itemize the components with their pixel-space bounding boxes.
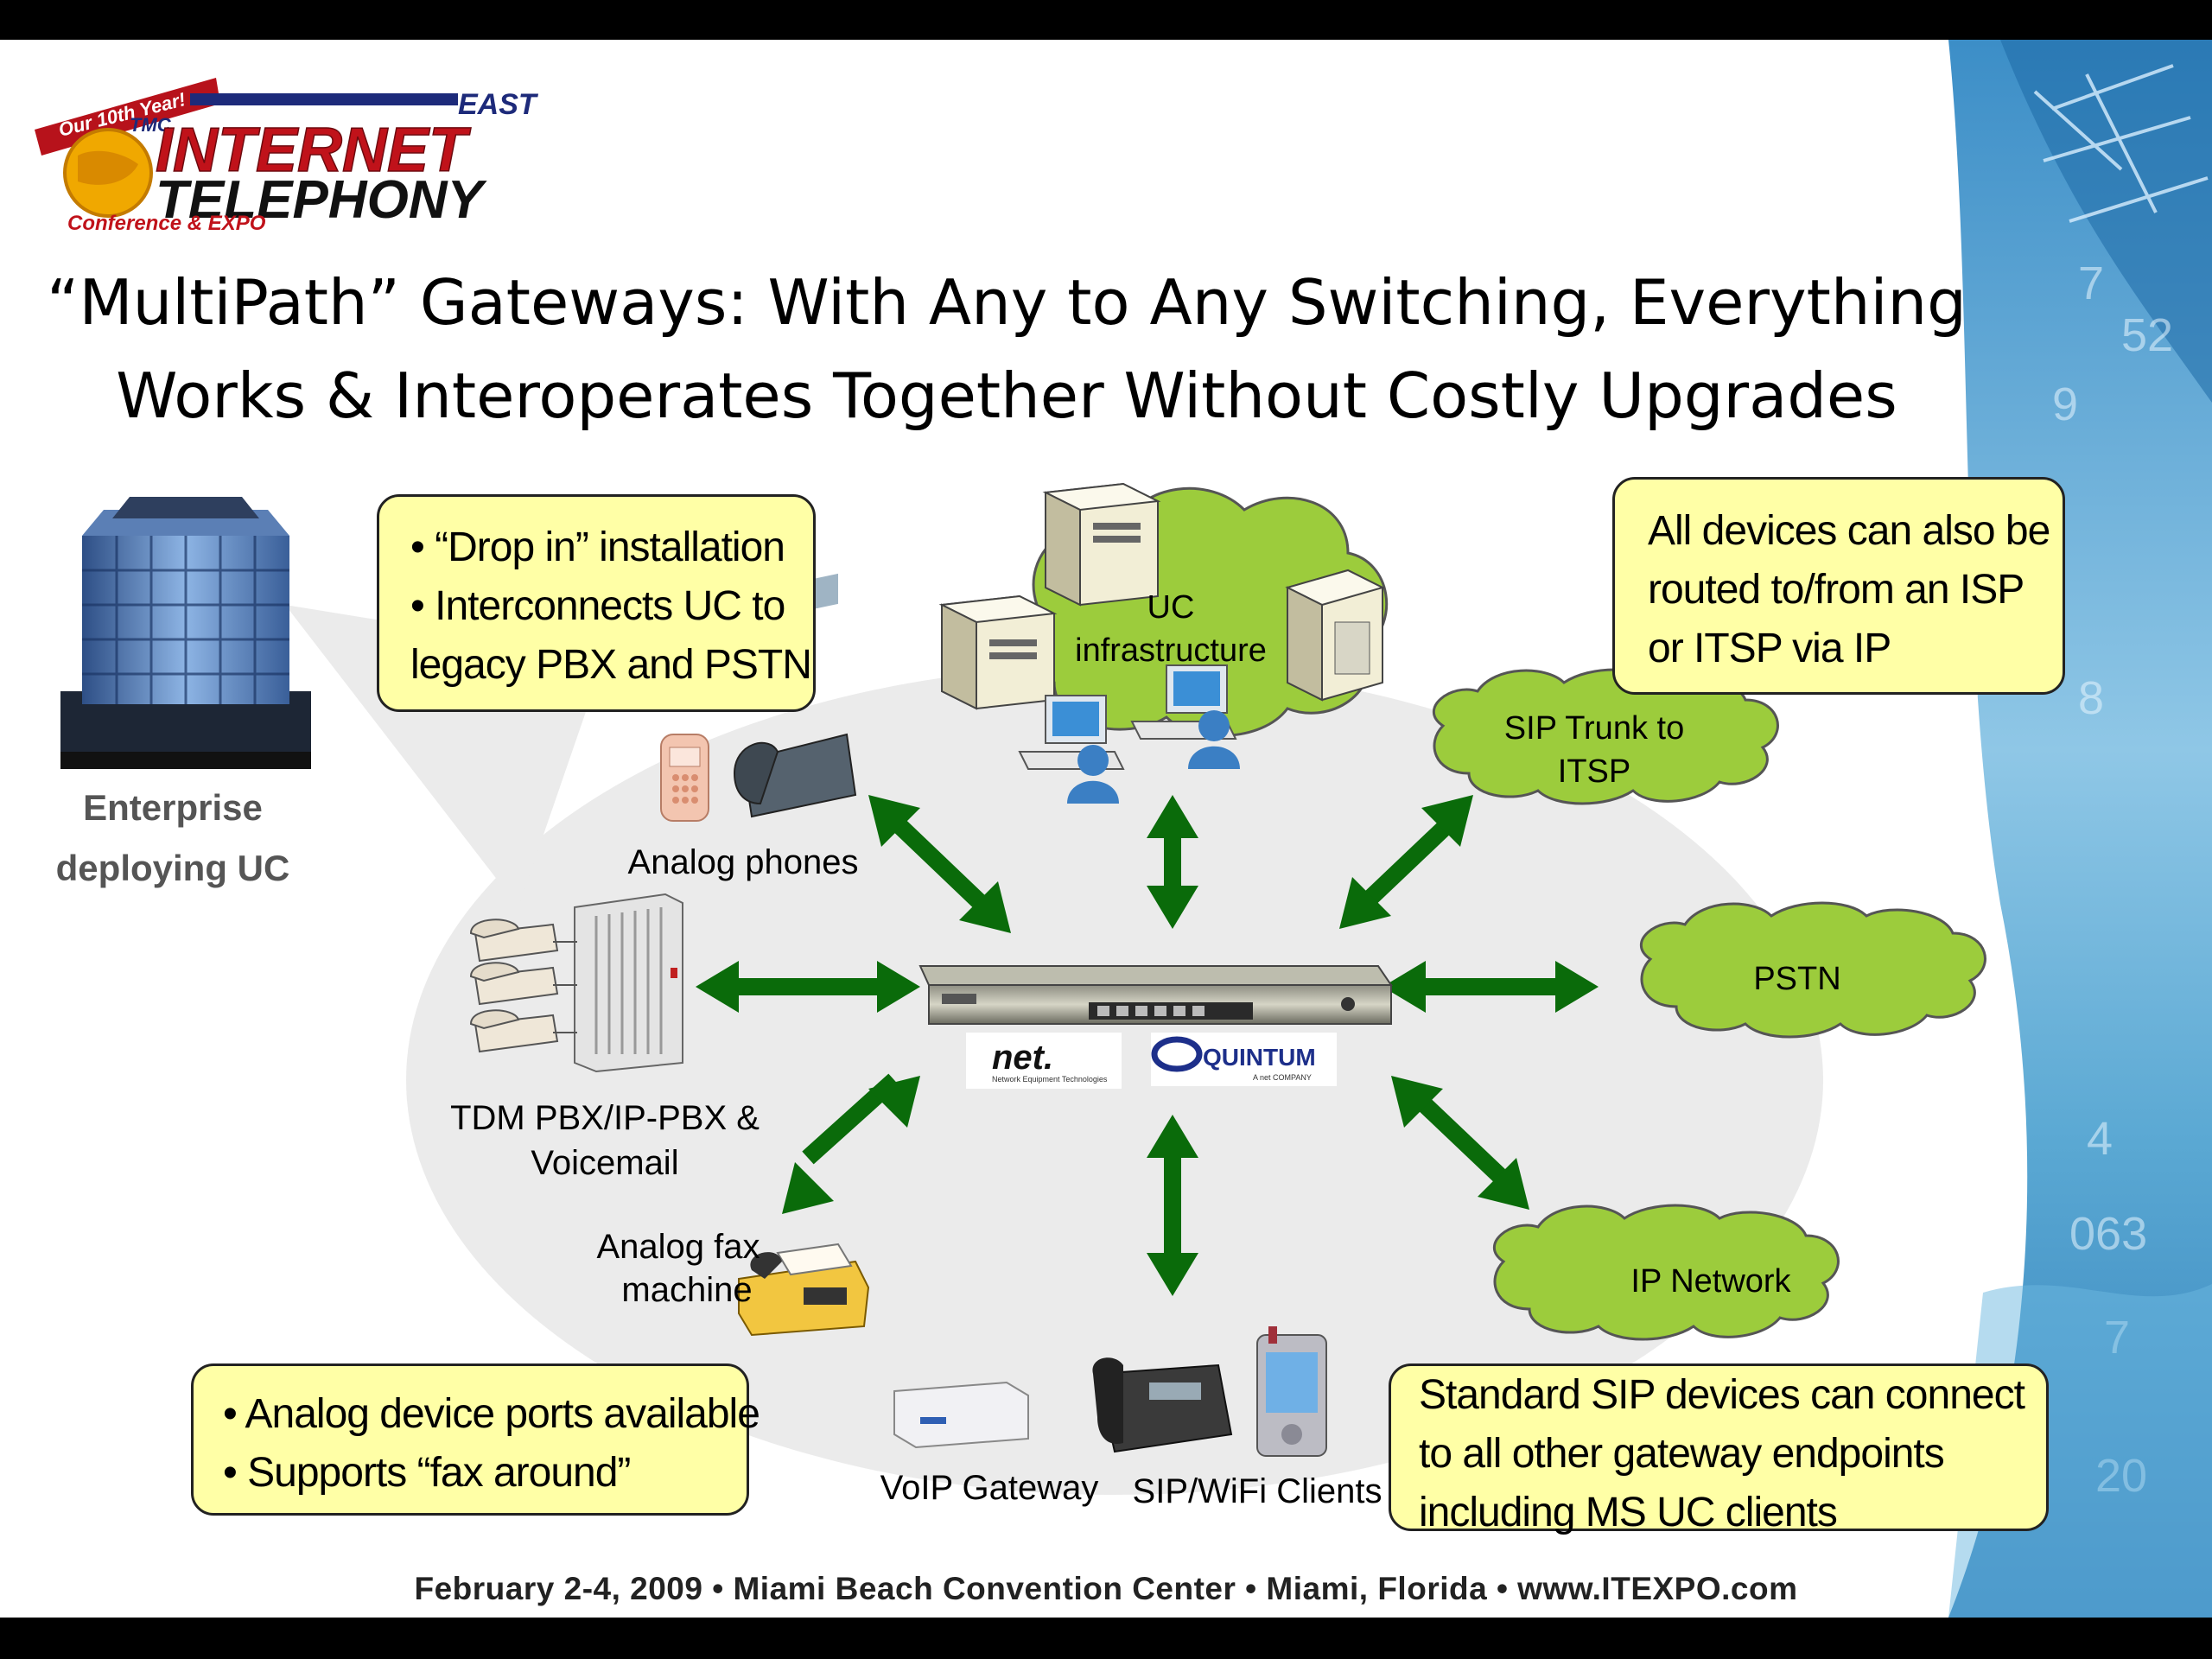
arrowhead: [1478, 1158, 1529, 1210]
sip-clients-label: SIP/WiFi Clients: [1132, 1472, 1382, 1510]
uc-infrastructure-label: UC infrastructure: [1046, 586, 1296, 672]
arrowhead: [877, 961, 920, 1013]
arrowhead: [1391, 1076, 1443, 1128]
arrowhead: [782, 1162, 834, 1214]
cloud-label-line: infrastructure: [1075, 632, 1267, 669]
mobile-phone-icon: [660, 734, 709, 822]
arrowhead: [868, 795, 920, 847]
arrow-analog-phones: [884, 810, 991, 914]
connection-arrows: [696, 795, 1599, 1296]
callout-line: • Analog device ports available: [223, 1391, 760, 1437]
logo-tmc: TMC: [130, 114, 172, 136]
server-icon: [938, 594, 1058, 710]
logo-east: EAST: [458, 88, 539, 121]
pbx-label-line: TDM PBX/IP-PBX &: [450, 1099, 760, 1137]
fax-label-line: Analog fax: [596, 1228, 760, 1266]
callout-line: Standard SIP devices can connect: [1419, 1372, 2025, 1418]
net-logo-sub: Network Equipment Technologies: [992, 1075, 1108, 1084]
svg-text:4: 4: [2087, 1113, 2113, 1165]
arrowhead: [1147, 795, 1198, 838]
svg-text:52: 52: [2121, 309, 2173, 361]
arrowhead: [1555, 961, 1599, 1013]
logo-subtitle: Conference & EXPO: [67, 212, 266, 233]
pbx-label: TDM PBX/IP-PBX & Voicemail: [432, 1096, 778, 1185]
top-bar: [0, 0, 2212, 40]
callout-line: including MS UC clients: [1419, 1490, 1838, 1535]
workstation-icon: [1130, 664, 1240, 769]
callout-line: All devices can also be: [1648, 508, 2050, 554]
arrowhead: [696, 961, 739, 1013]
cloud-label-line: SIP Trunk to: [1503, 710, 1685, 747]
ip-network-label: IP Network: [1630, 1263, 1791, 1300]
enterprise-label-line: deploying UC: [55, 848, 290, 888]
callout-line: routed to/from an ISP: [1648, 567, 2024, 613]
sip-trunk-label: SIP Trunk to ITSP: [1469, 707, 1719, 793]
pbx-cabinet-icon: [574, 893, 683, 1073]
enterprise-label-line: Enterprise: [83, 787, 263, 828]
net-logo-box: [966, 1033, 1122, 1089]
callout-line: legacy PBX and PSTN: [410, 642, 812, 688]
enterprise-building-icon: [60, 497, 311, 769]
arrowhead: [1147, 1115, 1198, 1158]
logo-telephony: TELEPHONY: [156, 170, 488, 230]
desk-phone-icon: [469, 962, 559, 1006]
arrow-ip-network: [1411, 1090, 1510, 1186]
workstation-icon: [1018, 695, 1125, 804]
net-logo-text: net.: [992, 1039, 1053, 1077]
callout-drop-in: • “Drop in” installation • Interconnects…: [377, 494, 816, 712]
voip-gateway-icon: [893, 1381, 1029, 1449]
callout-line: • “Drop in” installation: [410, 524, 785, 570]
svg-text:9: 9: [2052, 378, 2078, 430]
pstn-label: PSTN: [1753, 961, 1841, 997]
server-icon: [1042, 482, 1161, 607]
arrowhead: [868, 1076, 920, 1128]
arrowhead: [1147, 886, 1198, 929]
pstn-cloud: [1639, 901, 1986, 1039]
callout-sip-devices: Standard SIP devices can connect to all …: [1389, 1363, 2049, 1535]
svg-text:7: 7: [2078, 257, 2104, 309]
arrowhead: [1421, 795, 1473, 847]
fax-label-line: machine: [621, 1271, 753, 1309]
quintum-logo-sub: A net COMPANY: [1253, 1073, 1312, 1082]
cloud-label-line: UC: [1147, 589, 1195, 626]
cloud-label-line: ITSP: [1557, 753, 1631, 790]
callout-line: • Supports “fax around”: [223, 1450, 631, 1496]
arrowhead: [1382, 961, 1426, 1013]
pda-client-icon: [1256, 1326, 1327, 1457]
desk-phone-icon: [469, 1009, 559, 1053]
arrow-sip-trunk: [1359, 814, 1458, 910]
title-line-1: “MultiPath” Gateways: With Any to Any Sw…: [47, 266, 1967, 339]
svg-text:8: 8: [2078, 672, 2104, 724]
callout-line: or ITSP via IP: [1648, 626, 1891, 671]
sip-phone-icon: [1092, 1357, 1233, 1453]
desk-phone-icon: [469, 918, 559, 963]
bottom-bar: [0, 1618, 2212, 1659]
page-title: “MultiPath” Gateways: With Any to Any Sw…: [0, 256, 2013, 442]
voip-gateway-label: VoIP Gateway: [880, 1469, 1099, 1507]
fax-machine-icon: [738, 1243, 870, 1337]
server-icon: [1285, 569, 1385, 702]
title-line-2: Works & Interoperates Together Without C…: [116, 359, 1897, 432]
fax-label: Analog fax machine: [570, 1225, 786, 1312]
quintum-logo-text: QUINTUM: [1203, 1044, 1316, 1071]
callout-isp: All devices can also be routed to/from a…: [1612, 477, 2065, 695]
arrowhead: [959, 881, 1011, 933]
footer-event-info: February 2-4, 2009 • Miami Beach Convent…: [414, 1571, 1798, 1606]
gateway-device-icon: [918, 965, 1393, 1025]
callout-line: to all other gateway endpoints: [1419, 1431, 1945, 1477]
callout-analog-ports: • Analog device ports available • Suppor…: [191, 1363, 760, 1516]
arrowhead: [1147, 1253, 1198, 1296]
sip-trunk-cloud: [1432, 668, 1779, 805]
arrowhead: [1339, 877, 1391, 929]
analog-phones-label: Analog phones: [627, 843, 859, 881]
itexpo-logo: Our 10th Year! TMC EAST INTERNET TELEPHO…: [35, 78, 539, 233]
enterprise-label: Enterprise deploying UC: [35, 778, 311, 899]
logo-internet: INTERNET: [156, 116, 472, 185]
pbx-label-line: Voicemail: [531, 1144, 679, 1182]
callout-line: • Interconnects UC to: [410, 583, 785, 629]
ip-network-cloud: [1492, 1204, 1840, 1341]
svg-text:063: 063: [2069, 1208, 2147, 1260]
